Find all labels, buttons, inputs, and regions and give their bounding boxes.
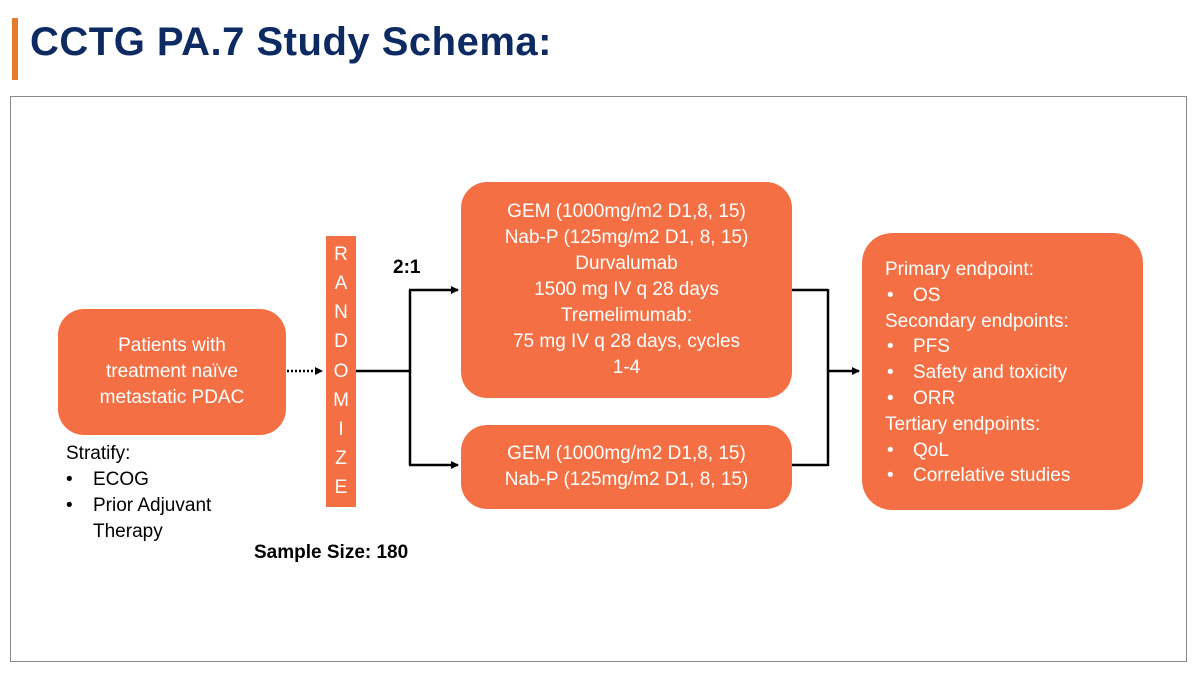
endpoint-item: • Correlative studies bbox=[885, 463, 1143, 489]
randomize-letter: D bbox=[334, 331, 348, 353]
stratify-item-continued: Therapy bbox=[93, 521, 163, 542]
randomize-letter: O bbox=[333, 360, 349, 382]
bullet-glyph: • bbox=[887, 362, 894, 384]
patients-line: treatment naïve bbox=[105, 361, 239, 382]
endpoint-item-label: ORR bbox=[913, 387, 956, 409]
endpoint-item-label: Correlative studies bbox=[913, 465, 1071, 487]
randomize-letter: I bbox=[338, 418, 344, 440]
patients-line: Patients with bbox=[118, 335, 226, 356]
randomization-ratio: 2:1 bbox=[393, 257, 421, 278]
randomize-letter: Z bbox=[335, 447, 347, 469]
schema-frame bbox=[10, 96, 1187, 662]
bullet-glyph: • bbox=[887, 439, 894, 461]
arm2-line: GEM (1000mg/m2 D1,8, 15) bbox=[507, 443, 746, 464]
stratify-item-label: Prior Adjuvant bbox=[93, 495, 212, 516]
arm1-line: GEM (1000mg/m2 D1,8, 15) bbox=[507, 201, 746, 222]
sample-size: Sample Size: 180 bbox=[254, 542, 409, 563]
bullet-glyph: • bbox=[66, 495, 73, 516]
stratify-item: • Prior Adjuvant bbox=[66, 493, 211, 519]
arm2-line: Nab-P (125mg/m2 D1, 8, 15) bbox=[504, 469, 749, 490]
arm1-line: 1-4 bbox=[612, 357, 641, 378]
slide-title: CCTG PA.7 Study Schema: bbox=[30, 20, 552, 64]
endpoint-item-label: QoL bbox=[913, 439, 949, 461]
arm1-line: 75 mg IV q 28 days, cycles bbox=[512, 331, 741, 352]
endpoint-item: • OS bbox=[885, 283, 1143, 309]
arm1-line: Tremelimumab: bbox=[560, 305, 693, 326]
bullet-glyph: • bbox=[887, 284, 894, 306]
arm1-line: 1500 mg IV q 28 days bbox=[534, 279, 719, 300]
patients-line: metastatic PDAC bbox=[99, 387, 245, 408]
patients-box: Patients with treatment naïve metastatic… bbox=[58, 309, 286, 435]
stratify-item: • ECOG bbox=[66, 467, 211, 493]
tertiary-endpoints-heading: Tertiary endpoints: bbox=[885, 413, 1041, 435]
randomize-bar: R A N D O M I Z E bbox=[326, 236, 356, 507]
endpoint-item: • ORR bbox=[885, 386, 1143, 412]
randomize-letter: A bbox=[334, 273, 348, 295]
bullet-glyph: • bbox=[887, 465, 894, 487]
secondary-endpoints-heading: Secondary endpoints: bbox=[885, 310, 1069, 332]
stratify-item-label: ECOG bbox=[93, 469, 149, 490]
randomize-letter: R bbox=[334, 244, 348, 265]
endpoint-item-label: Safety and toxicity bbox=[913, 362, 1068, 384]
endpoint-item-label: PFS bbox=[913, 336, 950, 358]
endpoint-item: • QoL bbox=[885, 438, 1143, 464]
endpoints-box: Primary endpoint: • OS Secondary endpoint… bbox=[862, 233, 1143, 510]
stratify-block: Stratify: • ECOG • Prior Adjuvant Therapy bbox=[66, 441, 211, 545]
title-accent-bar bbox=[12, 18, 18, 80]
randomize-letter: N bbox=[334, 302, 348, 324]
control-arm-box: GEM (1000mg/m2 D1,8, 15) Nab-P (125mg/m2… bbox=[461, 425, 792, 509]
bullet-glyph: • bbox=[887, 336, 894, 358]
primary-endpoint-heading: Primary endpoint: bbox=[885, 259, 1034, 280]
experimental-arm-box: GEM (1000mg/m2 D1,8, 15) Nab-P (125mg/m2… bbox=[461, 182, 792, 398]
arm1-line: Nab-P (125mg/m2 D1, 8, 15) bbox=[504, 227, 749, 248]
bullet-glyph: • bbox=[887, 387, 894, 409]
endpoint-item: • PFS bbox=[885, 334, 1143, 360]
randomize-letter: E bbox=[334, 477, 348, 498]
arm1-line: Durvalumab bbox=[575, 253, 678, 274]
endpoint-item: • Safety and toxicity bbox=[885, 360, 1143, 386]
stratify-heading: Stratify: bbox=[66, 443, 131, 464]
endpoint-item-label: OS bbox=[913, 284, 941, 306]
bullet-glyph: • bbox=[66, 469, 73, 490]
randomize-letter: M bbox=[333, 389, 349, 411]
